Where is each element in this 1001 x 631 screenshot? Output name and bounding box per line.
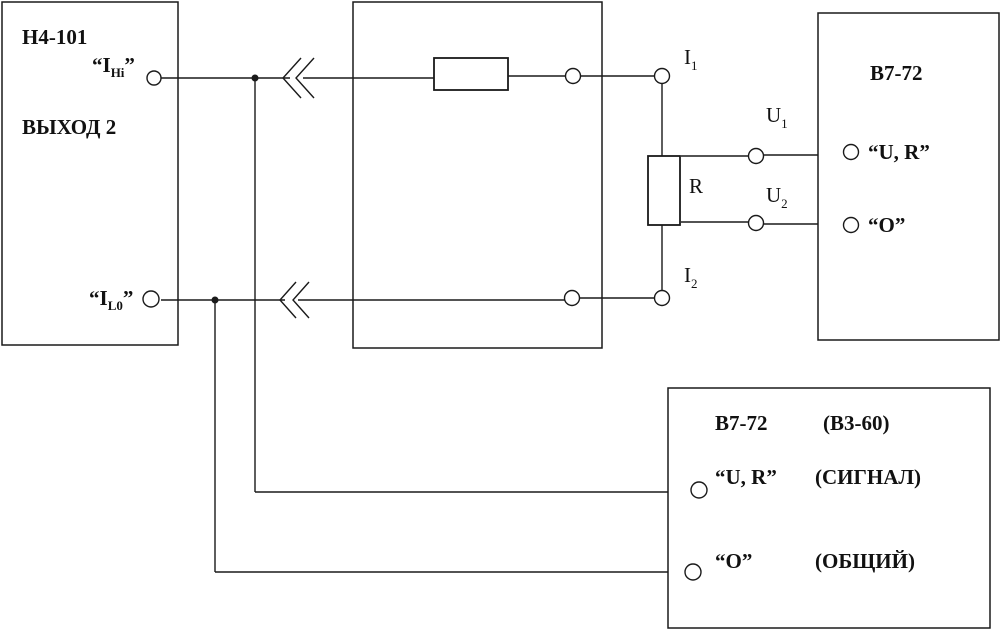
device-right-bottom-name: В7-72 (715, 411, 768, 435)
meter-bottom-ur-label: “U, R” (715, 465, 777, 489)
resistor-r (647, 155, 681, 226)
device-b7-72-top-box (817, 12, 1000, 341)
terminal-bottom-o (684, 563, 702, 581)
device-b7-72-bottom-box (667, 387, 991, 629)
connector-hi-symbol (282, 57, 315, 99)
term-hi-label: “IHi” (92, 53, 135, 80)
meter-top-o-label: “О” (868, 213, 905, 237)
junction-lo (211, 296, 219, 304)
terminal-u2 (747, 214, 765, 232)
meter-bottom-o-label: “О” (715, 549, 752, 573)
meter-top-ur-label: “U, R” (868, 140, 930, 164)
label-i2: I2 (684, 263, 698, 291)
junction-hi (251, 74, 259, 82)
series-resistor (433, 57, 509, 91)
terminal-middle-lo (563, 289, 581, 307)
term-lo-label: “IL0” (89, 286, 133, 313)
device-left-name: Н4-101 (22, 25, 87, 49)
label-i1: I1 (684, 45, 698, 73)
terminal-meter-o (842, 216, 860, 234)
terminal-middle-hi (564, 67, 582, 85)
terminal-i2 (653, 289, 671, 307)
label-u2: U2 (766, 183, 788, 211)
device-right-bottom-alt-name: (В3-60) (823, 411, 890, 435)
label-u1: U1 (766, 103, 788, 131)
meter-bottom-o-note: (ОБЩИЙ) (815, 549, 915, 573)
terminal-meter-ur (842, 143, 860, 161)
meter-bottom-ur-note: (СИГНАЛ) (815, 465, 921, 489)
device-right-top-name: В7-72 (870, 61, 923, 85)
terminal-hi (146, 70, 162, 86)
terminal-bottom-ur (690, 481, 708, 499)
label-resistor-r: R (689, 174, 703, 198)
connector-lo-symbol (279, 281, 310, 319)
terminal-lo (142, 290, 160, 308)
device-left-output: ВЫХОД 2 (22, 115, 116, 139)
terminal-i1 (653, 67, 671, 85)
device-h4-101-box (1, 1, 179, 346)
terminal-u1 (747, 147, 765, 165)
